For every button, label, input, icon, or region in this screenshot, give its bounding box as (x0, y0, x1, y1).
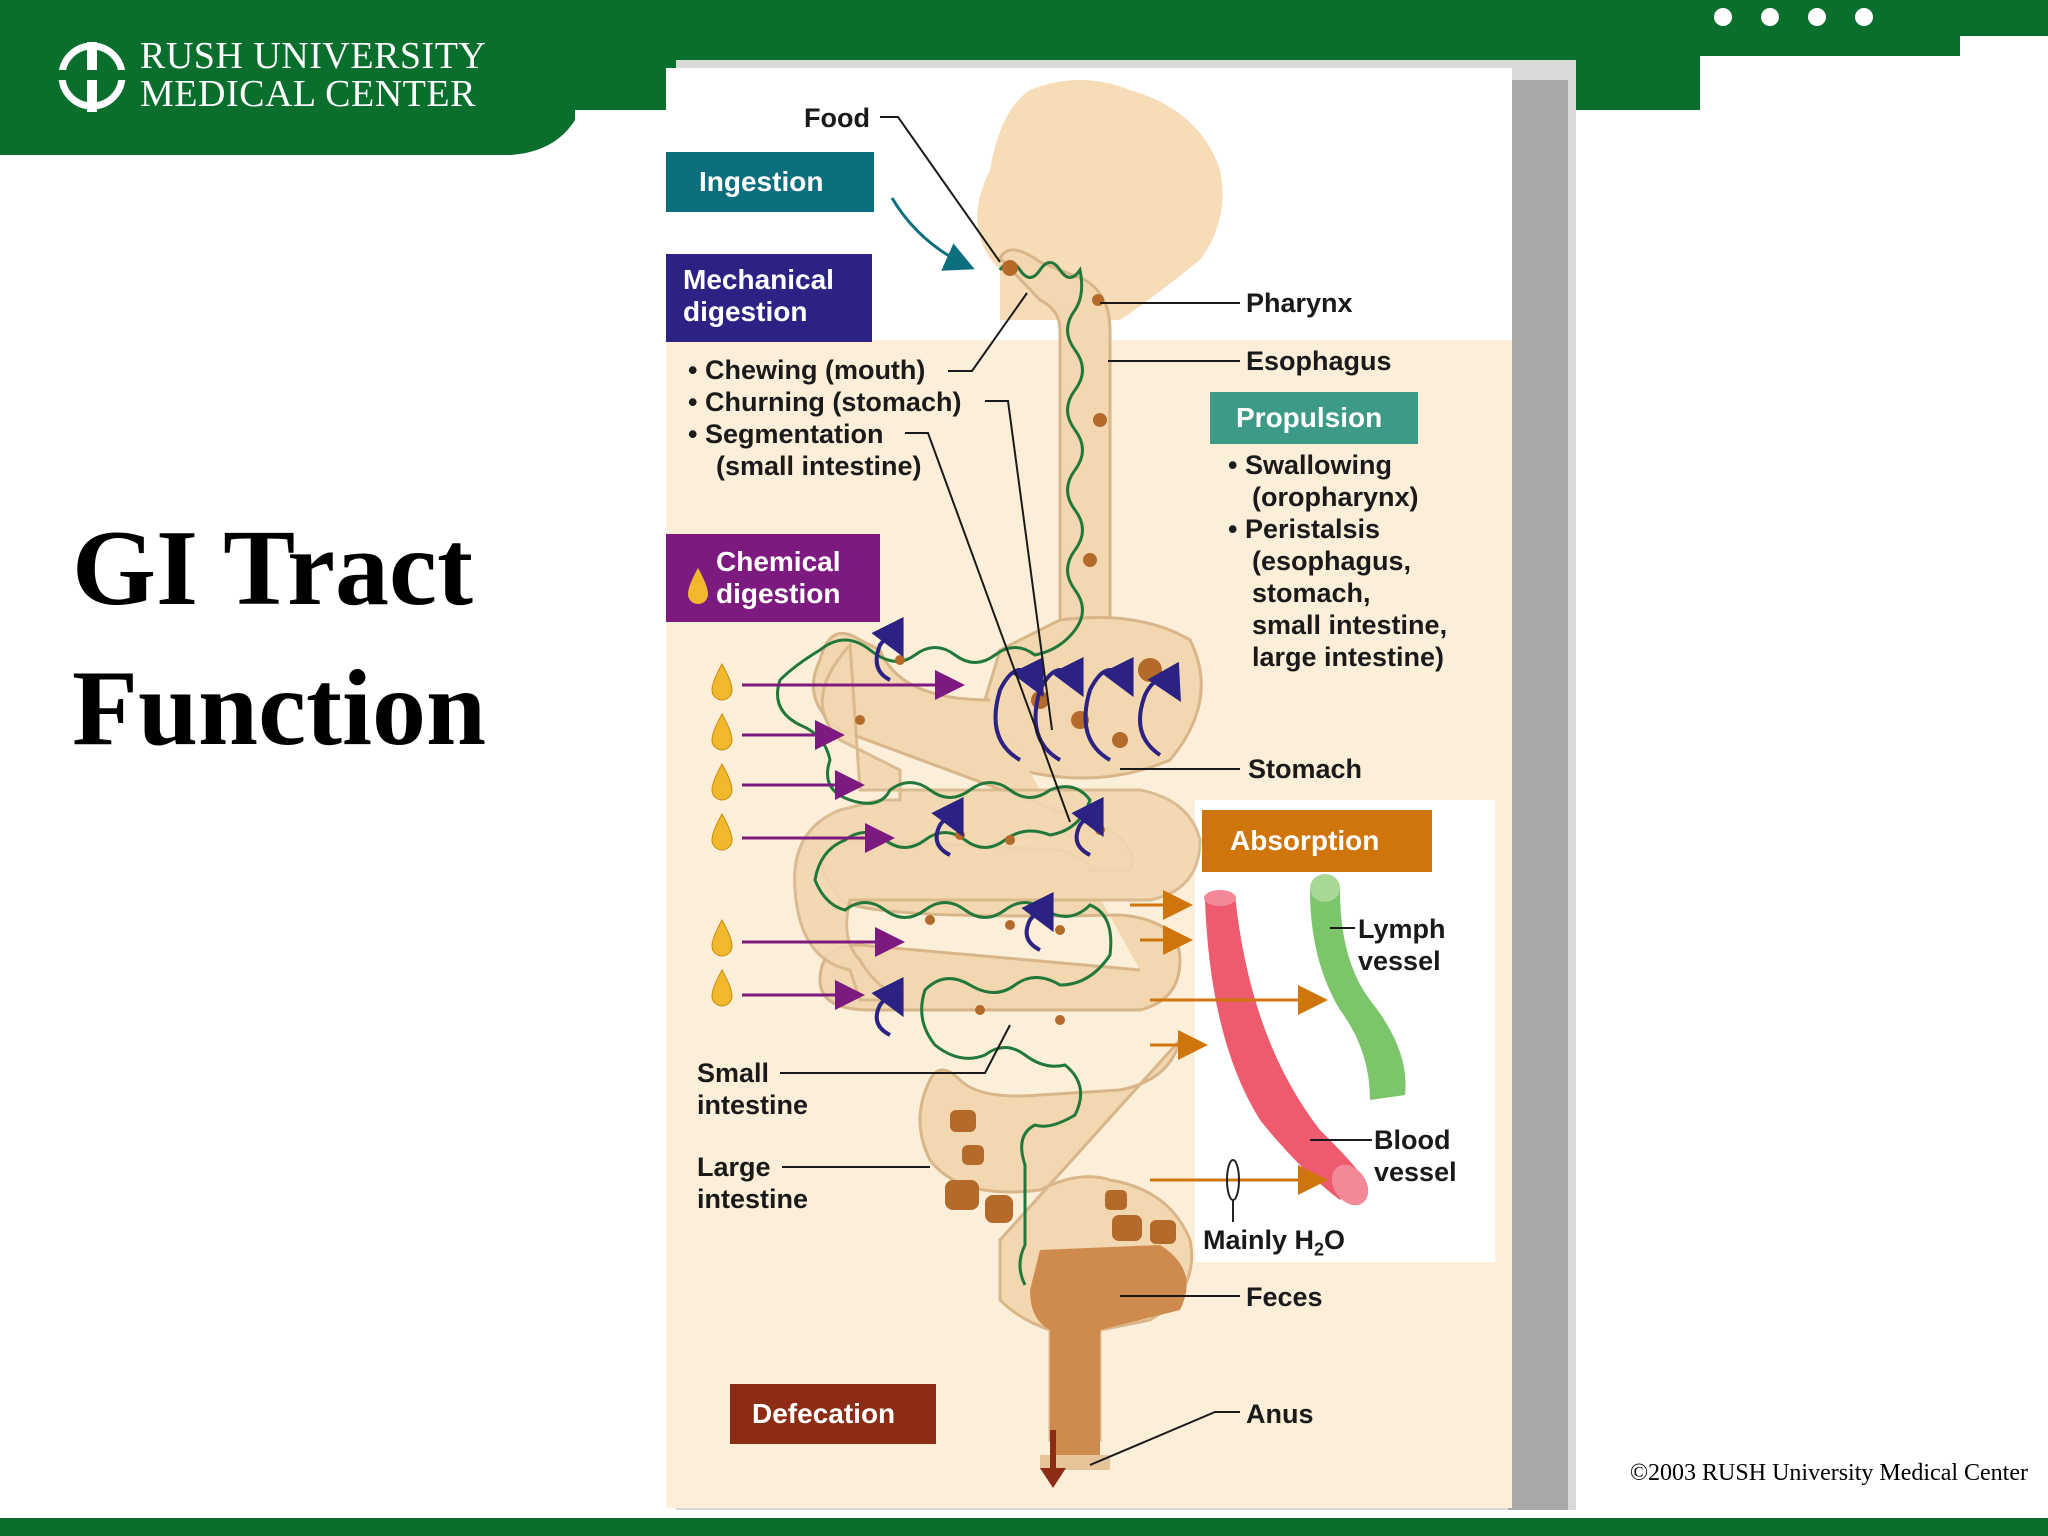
feces-label: Feces (1246, 1282, 1323, 1312)
blood-vessel-label-1: Blood (1374, 1125, 1451, 1155)
defecation-arrow (1040, 1430, 1066, 1488)
propulsion-item: stomach, (1252, 578, 1371, 608)
rush-logo-icon (58, 42, 126, 112)
ingestion-arrow (890, 197, 975, 271)
mechanical-digestion-box: Mechanical digestion (666, 254, 872, 342)
churning-arrows (871, 616, 1181, 1037)
absorption-box: Absorption (1202, 810, 1432, 872)
leader-lines (780, 116, 1372, 1466)
chemical-digestion-arrows (742, 670, 965, 1010)
chemical-label-1: Chemical (716, 546, 841, 577)
ingestion-label: Ingestion (699, 166, 824, 197)
propulsion-item: • Peristalsis (1228, 514, 1381, 544)
pharynx-label: Pharynx (1246, 288, 1353, 318)
large-intestine-label-1: Large (697, 1152, 771, 1182)
header-tab (0, 0, 575, 155)
small-intestine-label: Small intestine (697, 1057, 808, 1121)
large-intestine-label-2: intestine (697, 1184, 809, 1214)
propulsion-item: (oropharynx) (1252, 482, 1419, 512)
mechanical-label-1: Mechanical (683, 264, 834, 295)
propulsion-item: large intestine) (1252, 642, 1445, 672)
blood-vessel-label: Blood vessel (1374, 1124, 1457, 1188)
logo-line-1: RUSH UNIVERSITY (140, 35, 487, 77)
absorption-arrows (1130, 890, 1328, 1195)
chemical-label-2: digestion (716, 578, 841, 609)
footer-bar (0, 1518, 2048, 1536)
lymph-vessel-label-1: Lymph (1358, 914, 1446, 944)
blood-vessel (1205, 895, 1360, 1200)
propulsion-label: Propulsion (1236, 402, 1383, 433)
slide-title-line-1: GI Tract (72, 509, 473, 628)
ingestion-box: Ingestion (666, 152, 874, 212)
large-intestine-label: Large intestine (697, 1151, 808, 1215)
decorative-dots (1714, 8, 1873, 26)
chemical-drop-icon (688, 568, 708, 604)
defecation-box: Defecation (730, 1384, 936, 1444)
mechanical-label-2: digestion (683, 296, 808, 327)
stomach-label: Stomach (1248, 754, 1363, 784)
mechanical-item: (small intestine) (716, 451, 922, 481)
propulsion-item: small intestine, (1252, 610, 1448, 640)
enzyme-drops (688, 571, 733, 1007)
small-intestine-label-1: Small (697, 1058, 770, 1088)
propulsion-list: • Swallowing (oropharynx) • Peristalsis … (1228, 449, 1447, 673)
propulsion-box: Propulsion (1210, 392, 1418, 444)
mechanical-item: • Chewing (mouth) (688, 355, 926, 385)
small-intestine-label-2: intestine (697, 1090, 809, 1120)
lymph-vessel-label-2: vessel (1358, 946, 1441, 976)
food-label: Food (804, 103, 870, 133)
anus-label: Anus (1246, 1399, 1314, 1429)
chemical-digestion-box: Chemical digestion (666, 534, 880, 622)
mechanical-item: • Segmentation (688, 419, 884, 449)
esophagus-label: Esophagus (1246, 346, 1392, 376)
blood-vessel-label-2: vessel (1374, 1157, 1457, 1187)
propulsion-item: (esophagus, (1252, 546, 1412, 576)
logo-line-2: MEDICAL CENTER (140, 73, 476, 115)
mechanical-item: • Churning (stomach) (688, 387, 962, 417)
mechanical-digestion-list: • Chewing (mouth) • Churning (stomach) •… (688, 354, 961, 482)
propulsion-item: • Swallowing (1228, 450, 1392, 480)
defecation-label: Defecation (752, 1398, 896, 1429)
lymph-vessel (1310, 882, 1406, 1100)
feces-region (1030, 1245, 1187, 1460)
copyright-notice: ©2003 RUSH University Medical Center (1629, 1460, 2028, 1486)
slide-title-line-2: Function (72, 649, 487, 768)
enteric-nerve (776, 261, 1113, 1286)
absorption-label: Absorption (1230, 825, 1380, 856)
lymph-vessel-label: Lymph vessel (1358, 913, 1446, 977)
water-label: Mainly H2O (1203, 1225, 1346, 1260)
